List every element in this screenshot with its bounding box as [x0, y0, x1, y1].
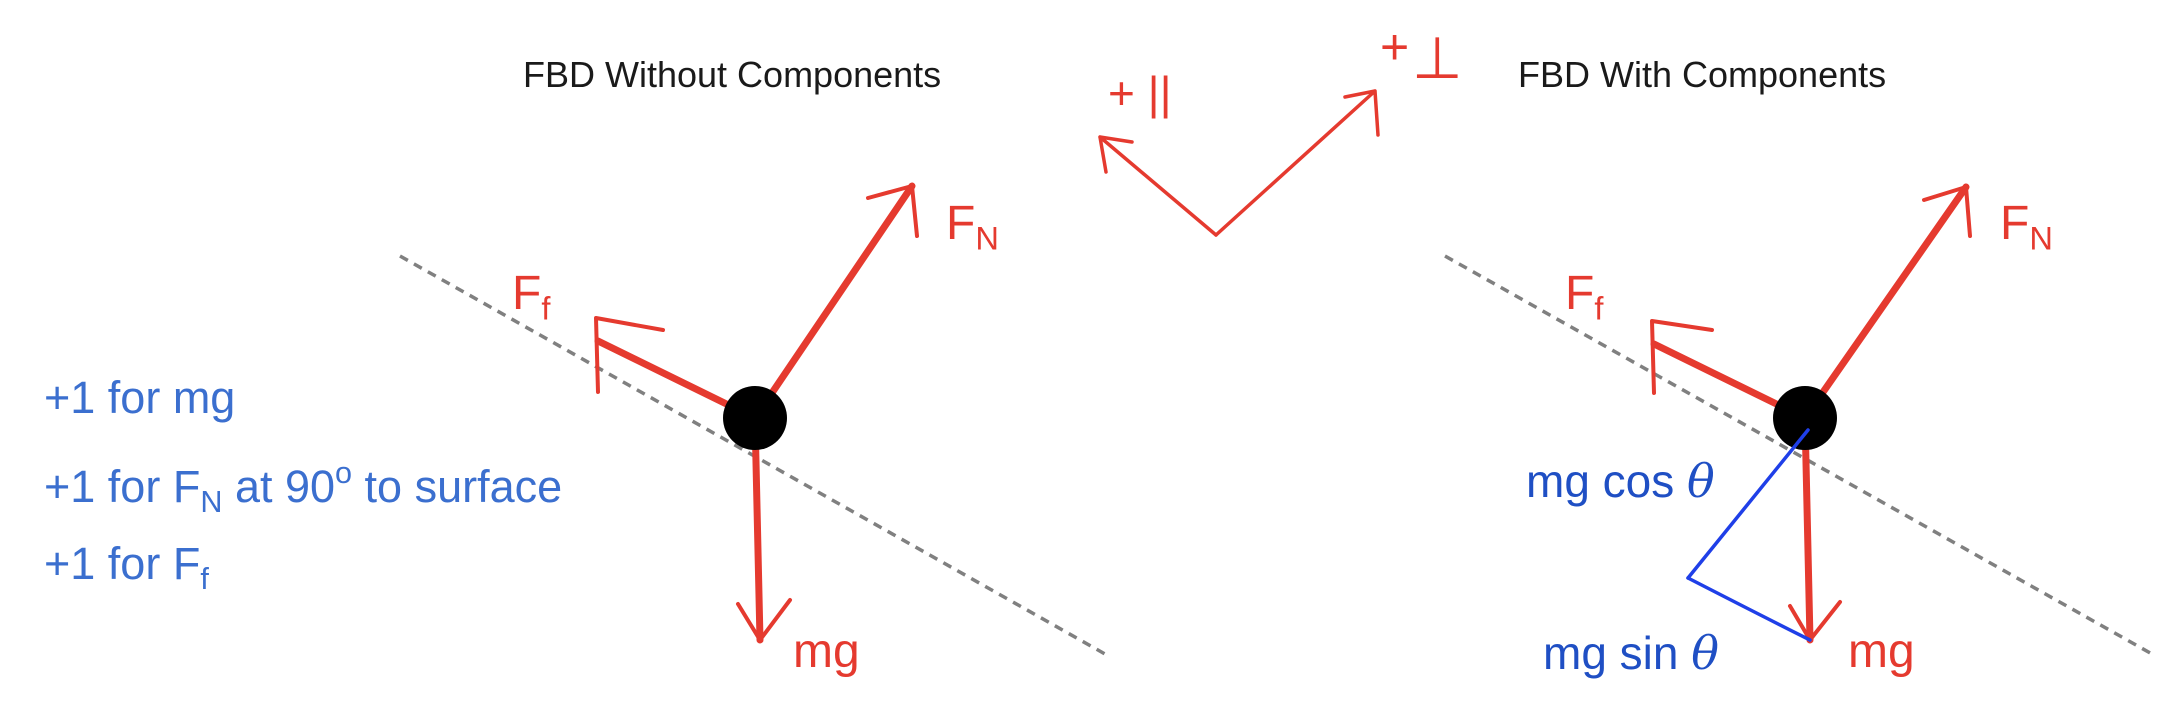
- left-body: [723, 386, 787, 450]
- left-friction-label: Ff: [512, 267, 551, 327]
- left-weight-arrow: [751, 414, 764, 644]
- perpendicular-axis-symbol: ⊥: [1412, 26, 1463, 91]
- left-normal-force-label: FN: [946, 197, 999, 257]
- left-normal-force-arrow: [751, 182, 916, 422]
- right-incline-surface: [1444, 254, 2153, 656]
- right-weight-arrowhead: [1788, 600, 1842, 642]
- scoring-line-mg: +1 for mg: [44, 372, 236, 423]
- cos-component-label: mg cos θ: [1526, 454, 1715, 508]
- cos-component-line: [1686, 428, 1810, 580]
- sin-component-label: mg sin θ: [1543, 626, 1719, 680]
- right-weight-arrow: [1801, 414, 1814, 644]
- right-weight-label: mg: [1848, 625, 1915, 678]
- perpendicular-axis-arrow: [1214, 89, 1380, 237]
- right-normal-force-label: FN: [2000, 197, 2053, 257]
- left-friction-arrowhead: [594, 316, 665, 394]
- right-friction-label: Ff: [1565, 267, 1604, 327]
- right-normal-force-arrowhead: [1922, 185, 1972, 238]
- left-title: FBD Without Components: [523, 54, 942, 95]
- parallel-axis-arrow: [1098, 135, 1218, 237]
- scoring-line-friction: +1 for Ff: [44, 538, 209, 596]
- left-weight-arrowhead: [736, 598, 792, 642]
- scoring-line-normal: +1 for FN at 90o to surface: [44, 456, 563, 519]
- perpendicular-axis-plus: +: [1380, 19, 1410, 75]
- left-weight-label: mg: [793, 625, 860, 678]
- axis-sketch: [1098, 89, 1380, 237]
- right-normal-force-arrow: [1801, 183, 1970, 422]
- sin-component-line: [1686, 576, 1812, 642]
- right-body: [1773, 386, 1837, 450]
- parallel-axis-label: + ||: [1108, 67, 1172, 119]
- right-friction-arrowhead: [1650, 319, 1714, 395]
- left-normal-force-arrowhead: [866, 184, 919, 238]
- right-title: FBD With Components: [1518, 54, 1887, 95]
